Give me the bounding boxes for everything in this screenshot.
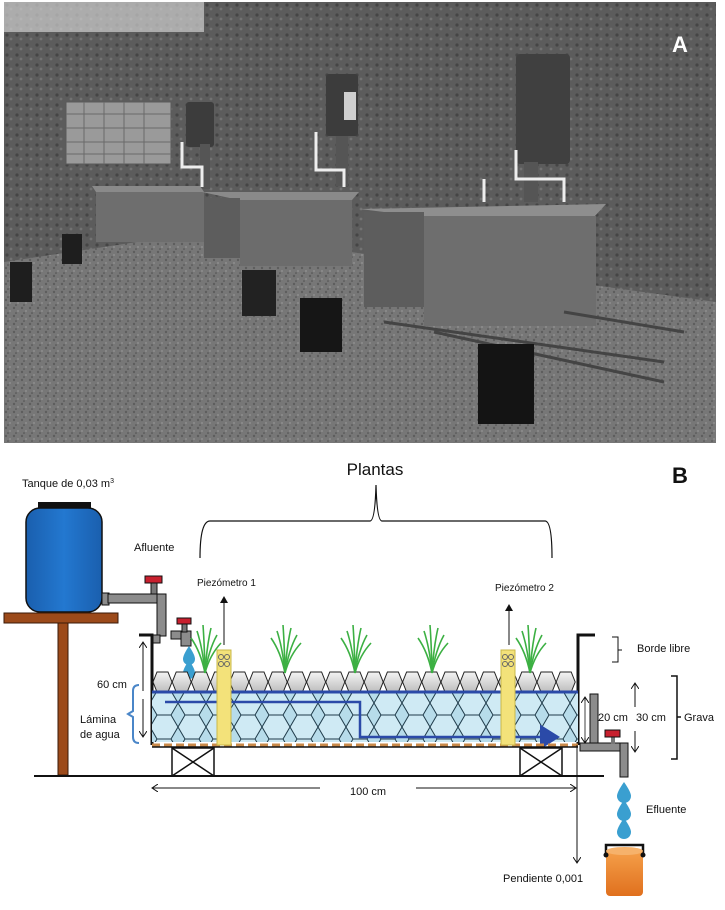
slope-label: Pendiente 0,001 (503, 873, 583, 885)
panel-label-b: B (672, 463, 688, 488)
panel-label-a: A (672, 32, 688, 57)
length-100-label: 100 cm (350, 786, 386, 798)
gravel-stone (421, 671, 442, 693)
gravel-top-row (152, 671, 576, 693)
gravel-stone (536, 671, 557, 693)
gravel-stone (459, 671, 480, 693)
feed-drum-2 (326, 74, 358, 136)
gravel-stone (478, 671, 499, 693)
plants-title: Plantas (347, 460, 404, 479)
outlet-pipe-h (579, 742, 623, 752)
valve-2 (176, 617, 192, 625)
tank-label: Tanque de 0,03 m3 (22, 478, 114, 490)
inflow-drop-1 (183, 646, 195, 665)
valve-3 (604, 729, 621, 738)
height-30-label: 30 cm (636, 712, 666, 724)
gravel-stone (402, 671, 423, 693)
effluent-label: Efluente (646, 804, 686, 816)
water-layer-bracket (126, 684, 140, 744)
bucket-5 (478, 344, 534, 424)
piezometer-2-label: Piezómetro 2 (495, 583, 554, 594)
gravel-stone (325, 671, 346, 693)
gravel-label: Grava (684, 712, 715, 724)
outlet-standpipe (589, 693, 599, 745)
plants-brace (199, 484, 553, 559)
feed-drum-1 (186, 102, 214, 147)
effluent-drop-3 (617, 818, 631, 839)
gravel-stone (555, 671, 576, 693)
outlet-pipe-v (619, 742, 629, 778)
gravel-stone (267, 671, 288, 693)
water-layer-label-2: de agua (80, 729, 121, 741)
support-right (519, 747, 563, 777)
feed-tank (25, 507, 103, 613)
bucket-1 (10, 262, 32, 302)
wetland-tank-3 (360, 204, 606, 326)
stand-leg (57, 622, 69, 776)
water-layer-label-1: Lámina (80, 714, 117, 726)
gravel-stone (171, 671, 192, 693)
bucket-3 (242, 270, 276, 316)
gravel-stone (190, 671, 211, 693)
ibc-tote (65, 101, 172, 165)
stand-top (3, 612, 119, 624)
support-left (171, 747, 215, 777)
height-20-label: 20 cm (598, 712, 628, 724)
plants (190, 624, 547, 674)
valve-1-stem (150, 581, 158, 595)
bucket-4 (300, 298, 342, 352)
gravel-stone (248, 671, 269, 693)
piezometer-1 (216, 649, 232, 746)
wetland-tank-1 (92, 186, 204, 242)
piezometer-2 (500, 649, 516, 746)
plant-stem (284, 642, 302, 674)
gravel-stone (382, 671, 403, 693)
piezometer-1-label: Piezómetro 1 (197, 578, 256, 589)
freeboard-label: Borde libre (637, 643, 690, 655)
inflow-pipe-v (156, 593, 167, 637)
bucket-2 (62, 234, 82, 264)
tank-lid (38, 502, 91, 509)
plant-stem (204, 642, 222, 674)
valve-1 (144, 575, 163, 584)
diagram-panel-b: B Plantas Tanque de 0,03 m3 Afluente P (3, 460, 715, 896)
gravel-stone (517, 671, 538, 693)
plant-stem (431, 642, 449, 674)
plant-stem (354, 642, 372, 674)
photo-panel-a: A (4, 2, 716, 443)
gravel-stone (440, 671, 461, 693)
wetland-tank-2 (202, 192, 359, 266)
freeboard-brace (612, 636, 622, 663)
gravel-stone (286, 671, 307, 693)
effluent-drop-2 (617, 800, 631, 821)
gravel-stone (229, 671, 250, 693)
flow-path-arrow (165, 700, 560, 750)
gravel-stone (363, 671, 384, 693)
inflow-label: Afluente (134, 542, 174, 554)
gravel-stone (306, 671, 327, 693)
gravel-stone (344, 671, 365, 693)
feed-drum-3 (516, 54, 570, 164)
gravel-brace (671, 675, 681, 760)
cell-left-wall (139, 633, 154, 745)
bucket-handle (604, 843, 645, 856)
effluent-drop-1 (617, 782, 631, 803)
effluent-bucket (603, 847, 646, 896)
plant-stem (529, 642, 547, 674)
height-60-label: 60 cm (97, 679, 127, 691)
gravel-stone (152, 671, 173, 693)
